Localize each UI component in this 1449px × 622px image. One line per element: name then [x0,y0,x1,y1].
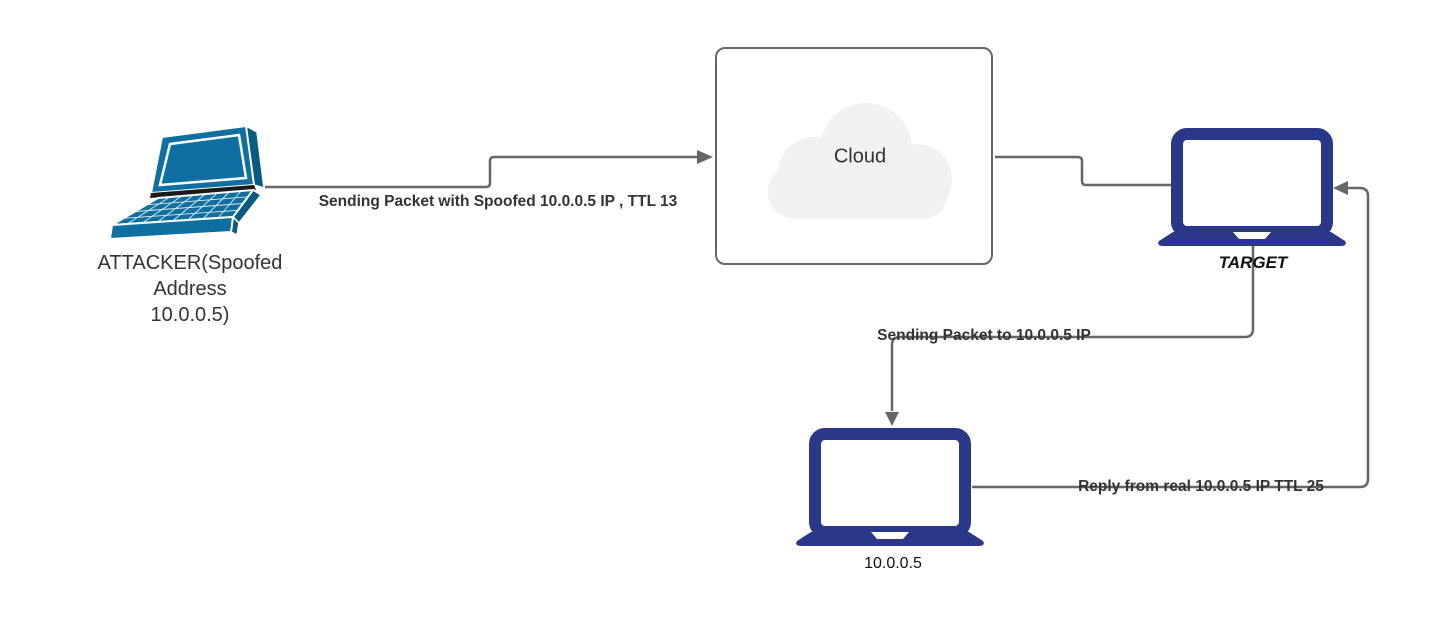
connector-attacker-to-cloud [265,155,699,189]
real-host-laptop-icon [795,426,985,548]
edge-label-reply-from-real: Reply from real 10.0.0.5 IP TTL 25 [1078,478,1324,495]
edge-label-send-to-real-ip: Sending Packet to 10.0.0.5 IP [877,327,1091,344]
arrowhead-into-target [1333,181,1348,195]
connector-target-to-realhost [890,246,1255,411]
cloud-box: Cloud [715,47,993,265]
arrowhead-into-realhost [885,412,899,426]
target-laptop-icon [1157,126,1347,248]
cloud-label: Cloud [833,145,887,168]
edge-label-spoofed-packet: Sending Packet with Spoofed 10.0.0.5 IP … [318,193,678,210]
connector-realhost-to-target [972,186,1370,489]
attacker-label: ATTACKER(Spoofed Address 10.0.0.5) [97,252,283,326]
target-label: TARGET [1218,253,1288,272]
arrowhead-into-cloud [697,150,713,164]
real-host-label: 10.0.0.5 [864,555,922,572]
connector-cloud-to-target [995,155,1172,187]
attacker-laptop-icon [108,124,265,240]
cloud-icon [768,103,952,219]
